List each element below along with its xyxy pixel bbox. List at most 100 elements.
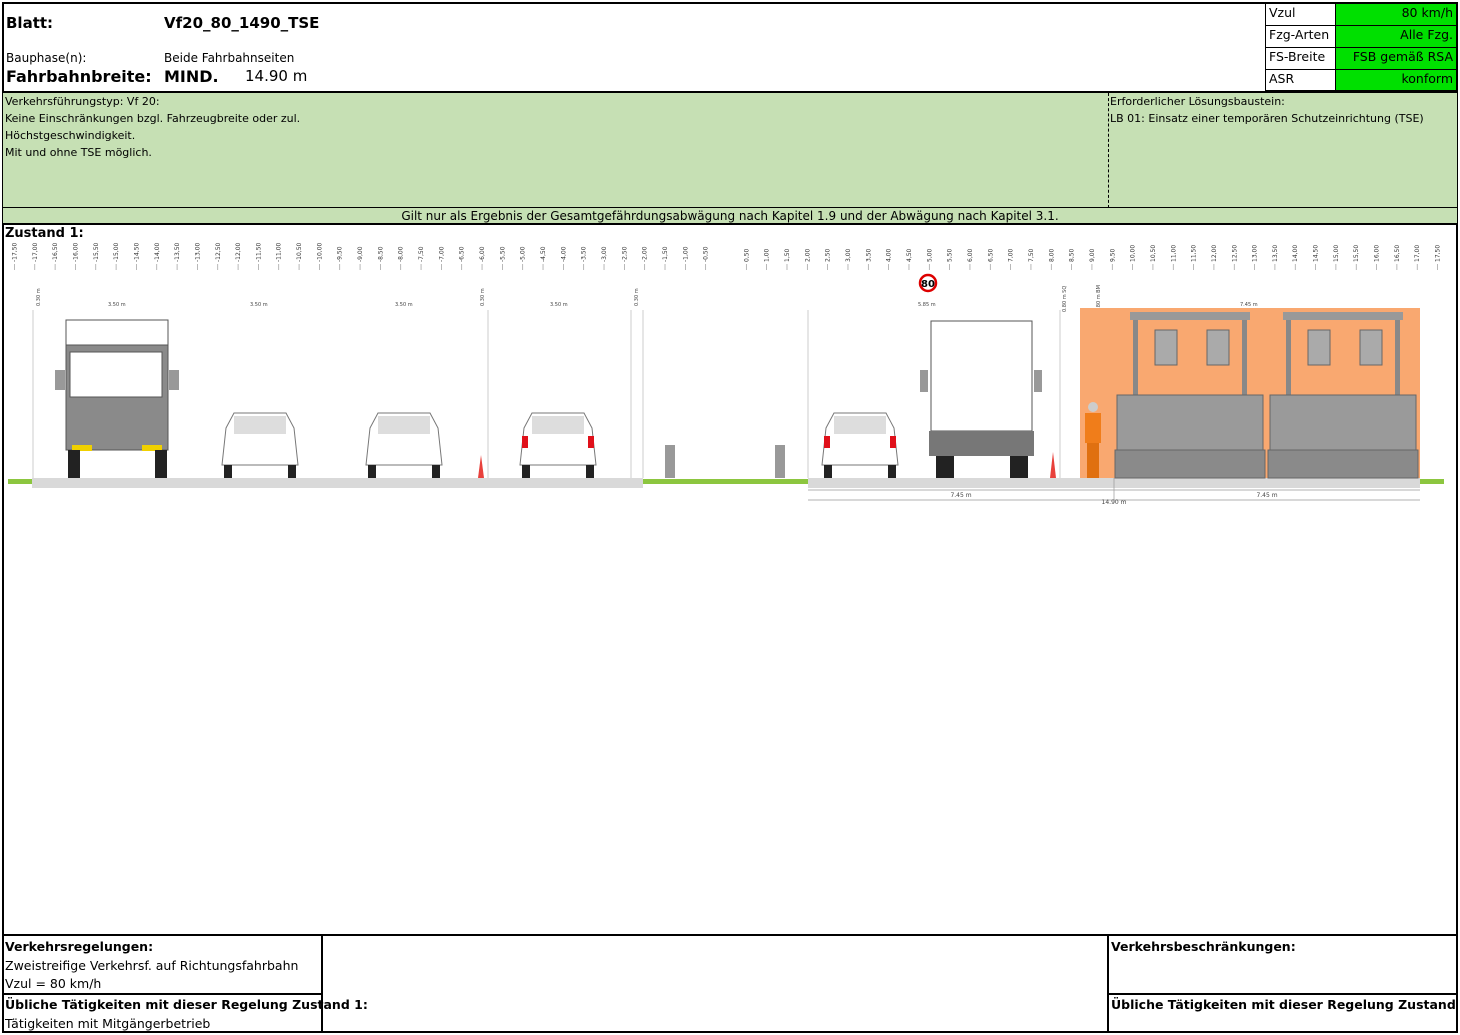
taetigkeiten1-title: Übliche Tätigkeiten mit dieser Regelung …: [5, 997, 368, 1012]
fahrbahnbreite-mode: MIND.: [164, 67, 219, 86]
dim-lane-right: 5.85 m: [918, 302, 936, 308]
ruler-tick-label: -9,50: [337, 246, 344, 262]
ruler-tick-label: 15,50: [1353, 245, 1360, 262]
ruler-tick-label: -13,00: [194, 242, 201, 262]
car-icon: [221, 412, 299, 478]
ruler-tick-label: 2,00: [804, 248, 811, 262]
truck-rear-icon: [920, 320, 1042, 478]
ruler-tick-label: -1,50: [662, 246, 669, 262]
ruler-tick-label: -17,00: [32, 242, 39, 262]
blatt-value: Vf20_80_1490_TSE: [164, 14, 320, 32]
speed-limit-sign-icon: 80: [918, 273, 938, 293]
ruler-tick-label: -15,00: [113, 242, 120, 262]
bottom-dimension-lines: [808, 478, 1420, 501]
info-value-fs: FSB gemäß RSA: [1335, 47, 1457, 70]
ruler-tick-label: -4,50: [540, 246, 547, 262]
bollard-icon: [775, 445, 785, 478]
dim-lane3: 3.50 m: [395, 302, 413, 308]
vf-line: Mit und ohne TSE möglich.: [5, 146, 152, 159]
vf-line: Keine Einschränkungen bzgl. Fahrzeugbrei…: [5, 112, 301, 125]
ruler-tick-label: 12,00: [1211, 245, 1218, 262]
ruler-tick-label: 1,00: [764, 248, 771, 262]
divider: [3, 993, 323, 995]
grass-strip: [8, 479, 1444, 484]
ruler-tick-label: 7,50: [1028, 248, 1035, 262]
ruler-tick-label: 13,50: [1272, 245, 1279, 262]
info-panel: Verkehrsführungstyp: Vf 20: Keine Einsch…: [3, 91, 1457, 225]
ruler-tick-label: -0,50: [703, 246, 710, 262]
ruler-tick-label: -3,50: [581, 246, 588, 262]
ruler-tick-label: 15,00: [1333, 245, 1340, 262]
ruler-tick-label: -17,50: [11, 242, 18, 262]
dim-edge-mid1: 0.30 m: [480, 288, 486, 306]
ruler-tick-label: 2,50: [825, 248, 832, 262]
fahrbahnbreite-label: Fahrbahnbreite:: [6, 67, 152, 86]
vf-line: Verkehrsführungstyp: Vf 20:: [5, 95, 160, 108]
ruler-tick-label: -7,00: [438, 246, 445, 262]
ruler-tick-label: 17,50: [1435, 245, 1442, 262]
dim-lane1: 3.50 m: [108, 302, 126, 308]
speed-sign-text: 80: [921, 279, 935, 290]
ruler-tick-label: -6,50: [459, 246, 466, 262]
ruler-tick-label: -14,50: [133, 242, 140, 262]
taetigkeiten1-value: Tätigkeiten mit Mitgängerbetrieb: [5, 1016, 211, 1031]
cone-icon: [1050, 452, 1056, 478]
ruler-tick-label: -6,00: [479, 246, 486, 262]
ruler-tick-label: 11,50: [1191, 245, 1198, 262]
ruler-tick-label: -10,50: [296, 242, 303, 262]
zustand-label: Zustand 1:: [5, 226, 84, 241]
ruler-tick-label: -4,00: [560, 246, 567, 262]
blatt-label: Blatt:: [6, 14, 54, 32]
ruler-tick-label: -9,00: [357, 246, 364, 262]
verkehrsregelungen-title: Verkehrsregelungen:: [5, 939, 154, 954]
dim-total: 14.90 m: [1102, 499, 1127, 506]
dim-edge-mid2: 0.30 m: [634, 288, 640, 306]
verkehrsregelungen-line: Vzul = 80 km/h: [5, 976, 102, 991]
bauphase-value: Beide Fahrbahnseiten: [164, 51, 295, 65]
ruler-tick-label: -7,50: [418, 246, 425, 262]
bottom-section: Verkehrsregelungen: Zweistreifige Verkeh…: [3, 934, 1460, 1032]
ruler-tick-label: -2,00: [642, 246, 649, 262]
dim-edge-left: 0.30 m: [36, 288, 42, 306]
lb-line: Erforderlicher Lösungsbaustein:: [1110, 95, 1285, 108]
ruler-tick-label: 11,00: [1170, 245, 1177, 262]
ruler-tick-label: 17,00: [1414, 245, 1421, 262]
ruler-tick-label: 10,00: [1130, 245, 1137, 262]
ruler-tick-label: -11,00: [276, 242, 283, 262]
ruler-tick-label: 7,00: [1008, 248, 1015, 262]
taetigkeiten2-title: Übliche Tätigkeiten mit dieser Regelung …: [1111, 997, 1460, 1012]
paver-icon: [1114, 312, 1266, 479]
ruler-tick-label: -16,00: [72, 242, 79, 262]
bauphase-label: Bauphase(n):: [6, 51, 87, 65]
ruler-tick-label: 4,00: [886, 248, 893, 262]
ruler-tick-label: 5,50: [947, 248, 954, 262]
dim-bm: 0.80 m BM: [1096, 285, 1102, 312]
ruler-tick-label: -12,00: [235, 242, 242, 262]
verkehrsfuehrung-text: Verkehrsführungstyp: Vf 20: Keine Einsch…: [5, 93, 300, 161]
ruler-tick-label: 8,50: [1069, 248, 1076, 262]
vf-line: Höchstgeschwindigkeit.: [5, 129, 136, 142]
ruler-tick-label: 1,50: [784, 248, 791, 262]
car-icon: [365, 412, 443, 478]
ruler-tick-label: -16,50: [52, 242, 59, 262]
dim-bottom-left: 7.45 m: [950, 492, 971, 499]
verkehrsbeschraenkungen-title: Verkehrsbeschränkungen:: [1111, 939, 1296, 954]
dim-lane2: 3.50 m: [250, 302, 268, 308]
bollard-icon: [665, 445, 675, 478]
ruler-tick-label: 9,00: [1089, 248, 1096, 262]
ruler-tick-label: 6,50: [987, 248, 994, 262]
ruler-tick-label: -3,00: [601, 246, 608, 262]
paver-icon: [1267, 312, 1419, 479]
cross-section-drawing: -17,50-17,00-16,50-16,00-15,50-15,00-14,…: [8, 242, 1444, 506]
ruler-tick-label: 3,50: [865, 248, 872, 262]
dim-sq: 0.80 m SQ: [1062, 286, 1068, 312]
ruler-tick-label: -13,50: [174, 242, 181, 262]
ruler-tick-label: -8,50: [377, 246, 384, 262]
ruler-tick-label: 16,00: [1374, 245, 1381, 262]
divider: [1107, 993, 1457, 995]
info-value-vzul: 80 km/h: [1335, 3, 1457, 26]
dim-lane4: 3.50 m: [550, 302, 568, 308]
verkehrsregelungen-line: Zweistreifige Verkehrsf. auf Richtungsfa…: [5, 958, 299, 973]
cone-icon: [478, 455, 484, 478]
